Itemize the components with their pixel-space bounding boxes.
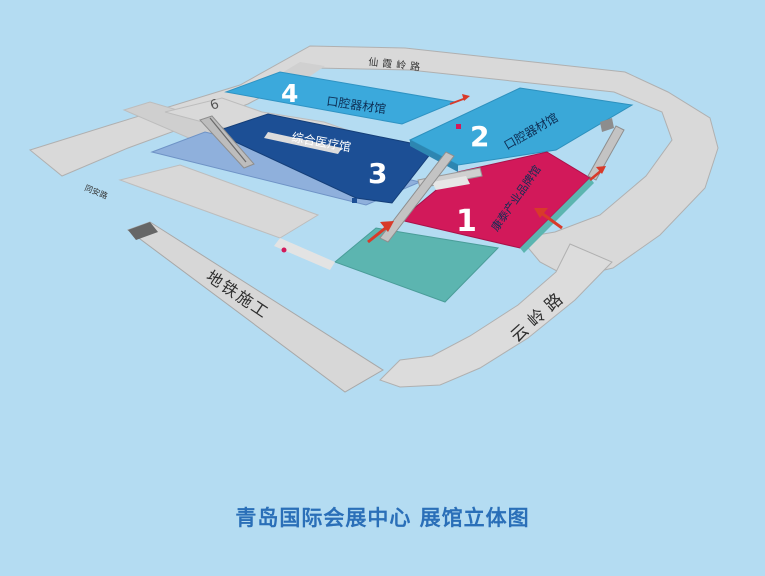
entrance-arrow-icon	[534, 208, 563, 230]
page-caption: 青岛国际会展中心 展馆立体图	[235, 506, 530, 530]
hall-3-number: 3	[368, 157, 387, 190]
hall-4[interactable]: 4 口腔器材馆	[224, 71, 457, 125]
hall-1-side	[520, 178, 594, 253]
curved-road	[379, 243, 613, 388]
marker-square	[352, 198, 357, 203]
front-walkway	[274, 238, 335, 270]
hall-1-number: 1	[456, 204, 477, 239]
hall-1[interactable]: 1 康泰产业品牌馆	[398, 151, 594, 253]
teal-plaza	[334, 227, 500, 303]
escalator-2	[587, 125, 625, 181]
marker-square	[456, 124, 461, 129]
bridges	[199, 115, 625, 243]
entrance-arrows	[367, 94, 606, 244]
road-label-left: 同安路	[83, 183, 109, 201]
escalator-1	[379, 151, 455, 243]
entrance-arrow-icon	[449, 94, 470, 105]
hall-4-number: 4	[281, 79, 298, 108]
entrance-arrow-icon	[367, 221, 394, 244]
ground-slabs	[118, 101, 500, 303]
hall-2-number: 2	[470, 120, 489, 153]
entrance-arrow-icon	[589, 166, 606, 181]
marker-dot	[281, 247, 287, 253]
left-lawn	[118, 164, 320, 239]
hall-2[interactable]: 2 口腔器材馆	[408, 87, 634, 172]
